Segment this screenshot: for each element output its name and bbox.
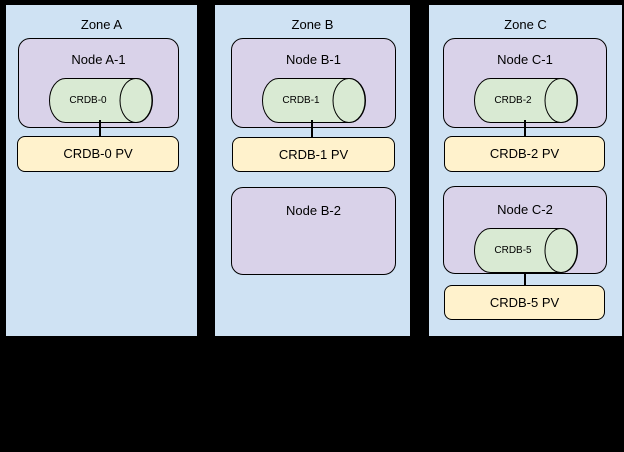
node-c2-box: Node C-2 CRDB-5 [443, 186, 607, 274]
zone-c-panel: Zone C Node C-1 CRDB-2 CRDB-2 PV Node C-… [428, 4, 623, 337]
crdb-5-pv-box: CRDB-5 PV [444, 285, 605, 320]
zone-c-label: Zone C [504, 17, 547, 32]
node-a1-box: Node A-1 CRDB-0 [18, 38, 179, 128]
crdb-5-pv-label: CRDB-5 PV [489, 294, 560, 310]
cylinder-cap [544, 228, 578, 273]
zone-a-label: Zone A [80, 17, 123, 32]
crdb-1-pv-box: CRDB-1 PV [232, 137, 395, 172]
crdb-2-cylinder: CRDB-2 [474, 78, 578, 123]
cylinder-cap [332, 78, 366, 123]
crdb-0-label: CRDB-0 [69, 95, 107, 106]
node-c1-label: Node C-1 [497, 52, 553, 67]
crdb-2-pv-label: CRDB-2 PV [489, 146, 560, 161]
crdb-5-cylinder: CRDB-5 [474, 228, 578, 273]
node-b1-box: Node B-1 CRDB-1 [231, 38, 396, 128]
crdb-2-pv-box: CRDB-2 PV [444, 136, 605, 172]
connector-crdb5-to-pv [524, 272, 526, 285]
node-c2-label: Node C-2 [497, 202, 553, 217]
crdb-1-label: CRDB-1 [282, 95, 320, 106]
node-b1-label: Node B-1 [286, 52, 341, 67]
cylinder-cap [544, 78, 578, 123]
crdb-0-pv-label: CRDB-0 PV [63, 146, 133, 161]
node-b2-label: Node B-2 [286, 203, 341, 218]
node-a1-label: Node A-1 [71, 52, 126, 67]
zone-b-label: Zone B [291, 17, 334, 32]
cylinder-cap [119, 78, 153, 123]
crdb-1-pv-label: CRDB-1 PV [278, 146, 349, 162]
crdb-0-pv-box: CRDB-0 PV [17, 136, 179, 172]
node-b2-box: Node B-2 [231, 187, 396, 275]
cylinder-shape-icon [49, 78, 153, 123]
crdb-0-cylinder: CRDB-0 [49, 78, 153, 123]
connector-crdb0-to-pv [99, 120, 101, 137]
crdb-5-label: CRDB-5 [494, 245, 532, 256]
node-c1-box: Node C-1 CRDB-2 [443, 38, 607, 128]
connector-crdb1-to-pv [311, 120, 313, 138]
connector-crdb2-to-pv [524, 120, 526, 136]
cylinder-shape-icon [474, 228, 578, 273]
cylinder-shape-icon [262, 78, 366, 123]
zone-a-panel: Zone A Node A-1 CRDB-0 CRDB-0 PV [5, 4, 198, 337]
zone-b-panel: Zone B Node B-1 CRDB-1 CRDB-1 PV Node B-… [214, 4, 411, 337]
crdb-2-label: CRDB-2 [494, 95, 532, 106]
crdb-1-cylinder: CRDB-1 [262, 78, 366, 123]
cylinder-shape-icon [474, 78, 578, 123]
